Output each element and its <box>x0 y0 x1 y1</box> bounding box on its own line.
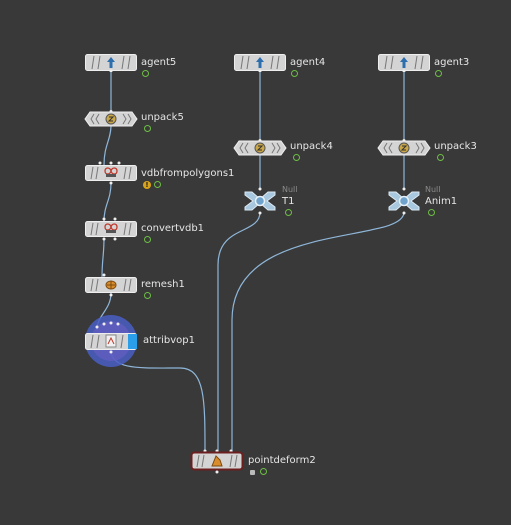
wire-unpack5-vdbfrompolygons1 <box>103 124 112 166</box>
null-icon <box>254 195 266 207</box>
display-flag[interactable] <box>142 70 149 77</box>
node-vdbfrompolygons1[interactable] <box>84 161 138 185</box>
vdb-icon <box>104 223 118 233</box>
node-unpack4[interactable] <box>233 139 287 157</box>
node-label: remesh1 <box>141 279 185 290</box>
node-unpack3[interactable] <box>377 139 431 157</box>
vdb-node-shape <box>85 161 137 185</box>
node-T1[interactable] <box>242 186 278 216</box>
node-unpack5[interactable] <box>84 110 138 128</box>
node-type-label: Null <box>425 185 441 194</box>
node-label: unpack3 <box>434 141 477 152</box>
node-label: unpack5 <box>141 112 184 123</box>
node-type-label: Null <box>282 185 298 194</box>
agent-icon <box>256 57 264 68</box>
display-flag[interactable] <box>285 209 292 216</box>
null-node-shape <box>244 187 276 215</box>
node-agent5[interactable] <box>85 54 137 73</box>
node-label: agent5 <box>141 57 177 68</box>
display-flag[interactable] <box>144 292 151 299</box>
unpack-node-shape <box>233 139 287 156</box>
node-label: convertvdb1 <box>141 223 205 234</box>
null-node-shape <box>388 187 420 215</box>
unpack-node-shape <box>84 110 138 127</box>
deform-icon <box>211 455 223 467</box>
warning-badge[interactable]: ! <box>143 181 151 189</box>
wire-Anim1-pointdeform2 <box>231 211 405 452</box>
node-convertvdb1[interactable] <box>84 217 138 241</box>
wire-convertvdb1-remesh1 <box>101 237 105 278</box>
node-label: agent4 <box>290 57 326 68</box>
node-label: Anim1 <box>425 196 458 207</box>
node-agent4[interactable] <box>234 54 286 73</box>
node-remesh1[interactable] <box>84 273 138 297</box>
agent-node-shape <box>234 54 286 73</box>
node-agent3[interactable] <box>378 54 430 73</box>
agent-icon <box>400 57 408 68</box>
agent-icon <box>107 57 115 68</box>
node-pointdeform2[interactable] <box>190 448 244 476</box>
wire-vdbfrompolygons1-convertvdb1 <box>103 182 112 222</box>
display-flag[interactable] <box>437 154 444 161</box>
vdb-icon <box>104 167 118 177</box>
display-flag[interactable] <box>154 181 161 188</box>
agent-node-shape <box>85 54 137 73</box>
display-flag[interactable] <box>293 154 300 161</box>
display-flag[interactable] <box>435 70 442 77</box>
node-label: vdbfrompolygons1 <box>141 168 235 179</box>
unpack-node-shape <box>377 139 431 156</box>
node-label: T1 <box>282 196 295 207</box>
display-flag[interactable] <box>144 236 151 243</box>
vop-icon <box>105 334 117 348</box>
node-attribvop1[interactable] <box>84 315 140 367</box>
display-flag[interactable] <box>144 125 151 132</box>
node-label: unpack4 <box>290 141 333 152</box>
deform-node-shape <box>190 449 244 474</box>
vop-node-shape <box>85 315 137 367</box>
wire-T1-pointdeform2 <box>217 211 261 452</box>
display-flag[interactable] <box>260 468 267 475</box>
remesh-node-shape <box>85 273 137 297</box>
display-flag[interactable] <box>291 70 298 77</box>
vdb-node-shape <box>85 217 137 241</box>
node-label: agent3 <box>434 57 470 68</box>
lock-icon[interactable] <box>250 470 255 475</box>
null-icon <box>398 195 410 207</box>
node-Anim1[interactable] <box>386 186 422 216</box>
display-flag[interactable] <box>428 209 435 216</box>
node-label: attribvop1 <box>143 335 195 346</box>
agent-node-shape <box>378 54 430 73</box>
remesh-icon <box>105 280 117 290</box>
node-label: pointdeform2 <box>248 455 316 466</box>
